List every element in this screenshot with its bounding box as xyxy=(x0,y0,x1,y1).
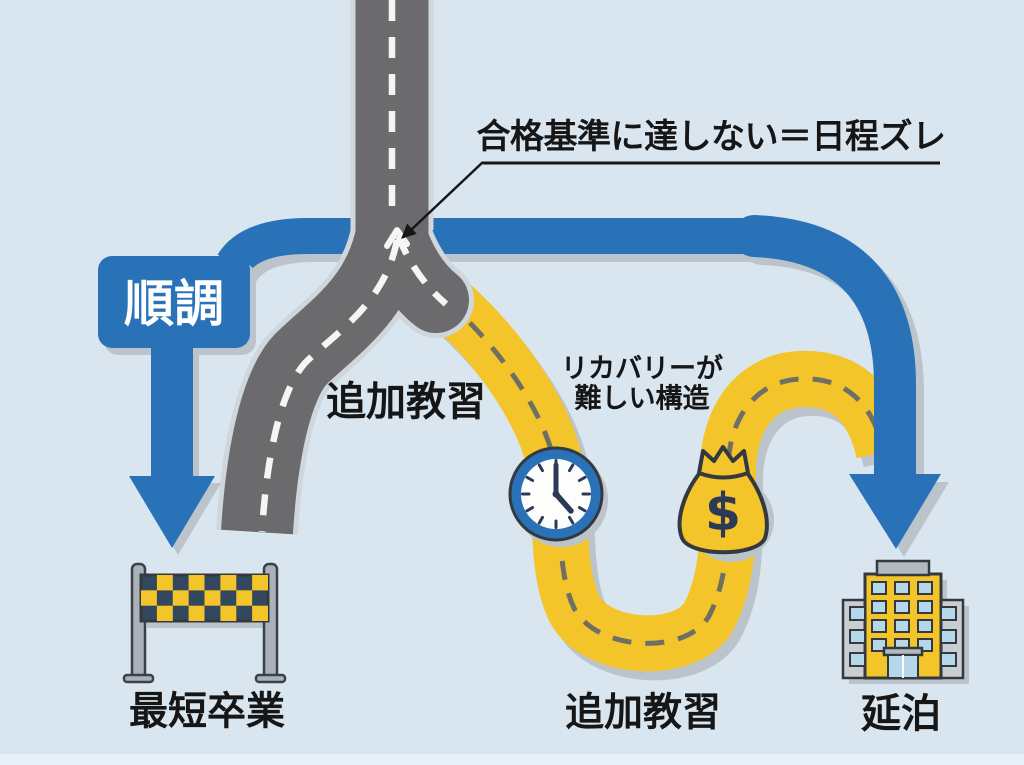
main-road xyxy=(216,0,474,535)
fork-branch-label: 追加教習 xyxy=(326,379,486,425)
outcome-right-label: 延泊 xyxy=(861,691,941,737)
clock-hands xyxy=(553,462,574,514)
callout: 合格基準に達しない＝日程ズレ xyxy=(401,117,946,239)
money-bag-knot xyxy=(697,445,750,480)
recovery-note: リカバリーが 難しい構造 xyxy=(561,353,723,415)
smooth-route: 順調 xyxy=(98,256,256,555)
smooth-badge xyxy=(98,256,250,348)
money-bag-symbol: $ xyxy=(705,483,741,543)
money-bag-icon: $ xyxy=(677,445,774,562)
down-arrow-icon xyxy=(151,340,193,480)
outcome-left-label: 最短卒業 xyxy=(129,690,285,735)
smooth-badge-label: 順調 xyxy=(124,275,224,333)
hotel-door-canopy xyxy=(882,646,924,657)
finish-banner-foot-left xyxy=(122,673,155,684)
hotel-wing-windows xyxy=(849,606,957,667)
right-branch-surface xyxy=(359,197,469,333)
finish-banner-checkers xyxy=(141,575,268,621)
callout-arrow-icon xyxy=(401,223,417,239)
background-bottom-fade xyxy=(0,754,1024,765)
left-branch-centerline xyxy=(258,239,401,533)
down-arrow-head xyxy=(129,476,215,548)
finish-banner-icon xyxy=(122,562,287,684)
outcome-middle-label: 追加教習 xyxy=(565,691,721,736)
hotel-tower-windows xyxy=(871,581,933,652)
recovery-note-line1: リカバリーが xyxy=(561,353,723,385)
clock-center-dot xyxy=(552,490,560,498)
finish-banner-foot-right xyxy=(254,673,287,684)
fork-centerline-split xyxy=(384,227,410,249)
hotel-icon xyxy=(841,559,969,684)
right-branch-centerline xyxy=(395,234,449,307)
delay-band-descent xyxy=(733,215,916,498)
hotel-roof xyxy=(875,559,931,577)
curved-arrow-icon xyxy=(849,474,941,549)
callout-leader-line xyxy=(410,161,484,231)
clock-icon xyxy=(508,446,608,547)
left-branch-surface xyxy=(221,224,428,535)
recovery-note-line2: 難しい構造 xyxy=(575,384,710,415)
callout-label: 合格基準に達しない＝日程ズレ xyxy=(477,117,946,157)
